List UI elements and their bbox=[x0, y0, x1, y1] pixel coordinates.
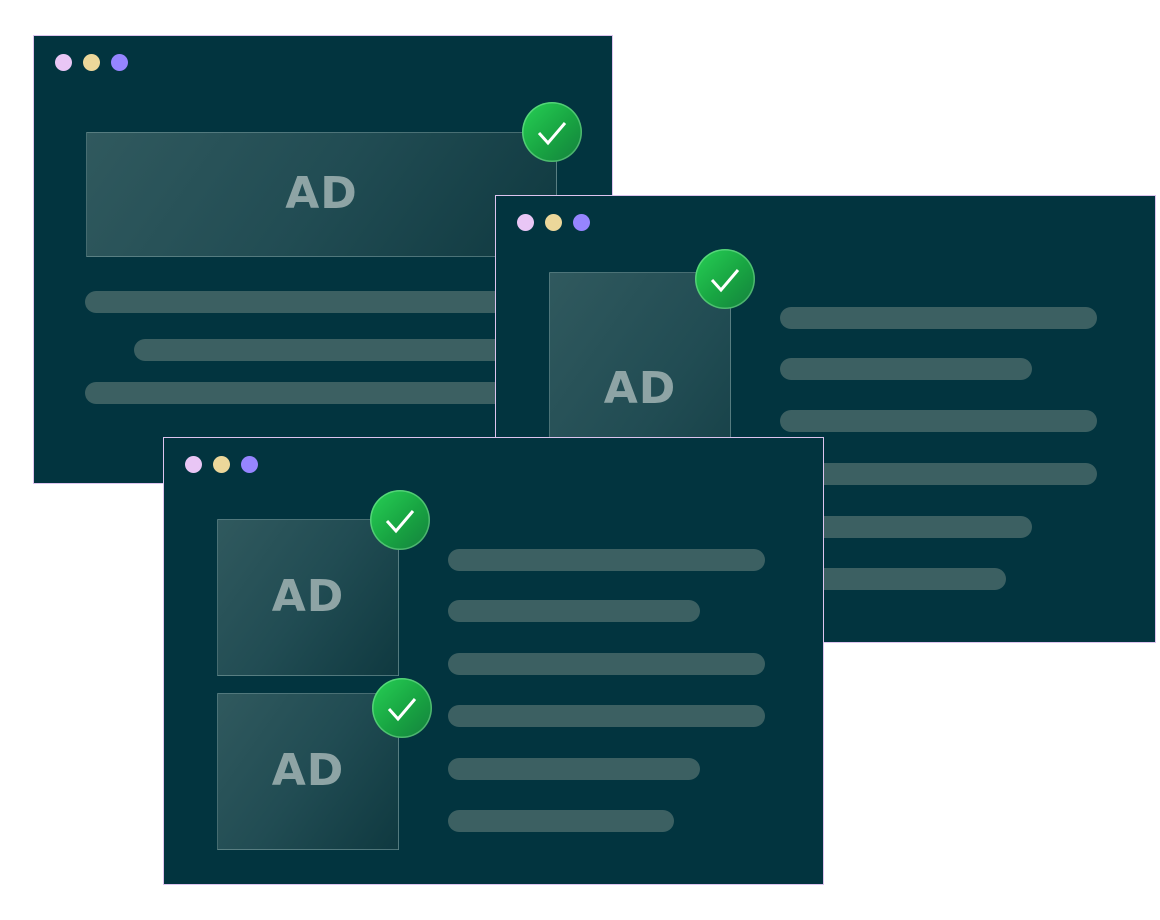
text-line bbox=[85, 291, 557, 313]
ad-label: AD bbox=[603, 363, 677, 414]
ad-label: AD bbox=[271, 571, 345, 623]
ad-label: AD bbox=[285, 168, 358, 220]
text-line bbox=[448, 549, 765, 571]
window-dot-pink bbox=[55, 54, 72, 71]
ad-square-2: AD bbox=[217, 693, 399, 850]
text-line bbox=[780, 568, 1006, 590]
text-line bbox=[134, 339, 557, 361]
ad-square-1: AD bbox=[217, 519, 399, 676]
window-dot-pink bbox=[185, 456, 202, 473]
window-dot-yellow bbox=[545, 214, 562, 231]
ad-label: AD bbox=[271, 745, 345, 797]
window-dot-pink bbox=[517, 214, 534, 231]
verified-check-icon bbox=[695, 249, 755, 309]
verified-check-icon bbox=[522, 102, 582, 162]
text-line bbox=[448, 653, 765, 675]
text-line bbox=[780, 307, 1097, 329]
text-line bbox=[780, 410, 1097, 432]
text-line bbox=[85, 382, 557, 404]
text-line bbox=[448, 810, 674, 832]
verified-check-icon bbox=[372, 678, 432, 738]
text-line bbox=[448, 758, 700, 780]
text-line bbox=[780, 463, 1097, 485]
window-dot-purple bbox=[111, 54, 128, 71]
browser-window-3: AD AD bbox=[163, 437, 824, 885]
window-dot-yellow bbox=[83, 54, 100, 71]
ad-banner: AD bbox=[86, 132, 557, 257]
window-dot-purple bbox=[573, 214, 590, 231]
text-line bbox=[448, 705, 765, 727]
verified-check-icon bbox=[370, 490, 430, 550]
window-dot-purple bbox=[241, 456, 258, 473]
text-line bbox=[780, 516, 1032, 538]
text-line bbox=[780, 358, 1032, 380]
text-line bbox=[448, 600, 700, 622]
window-dot-yellow bbox=[213, 456, 230, 473]
